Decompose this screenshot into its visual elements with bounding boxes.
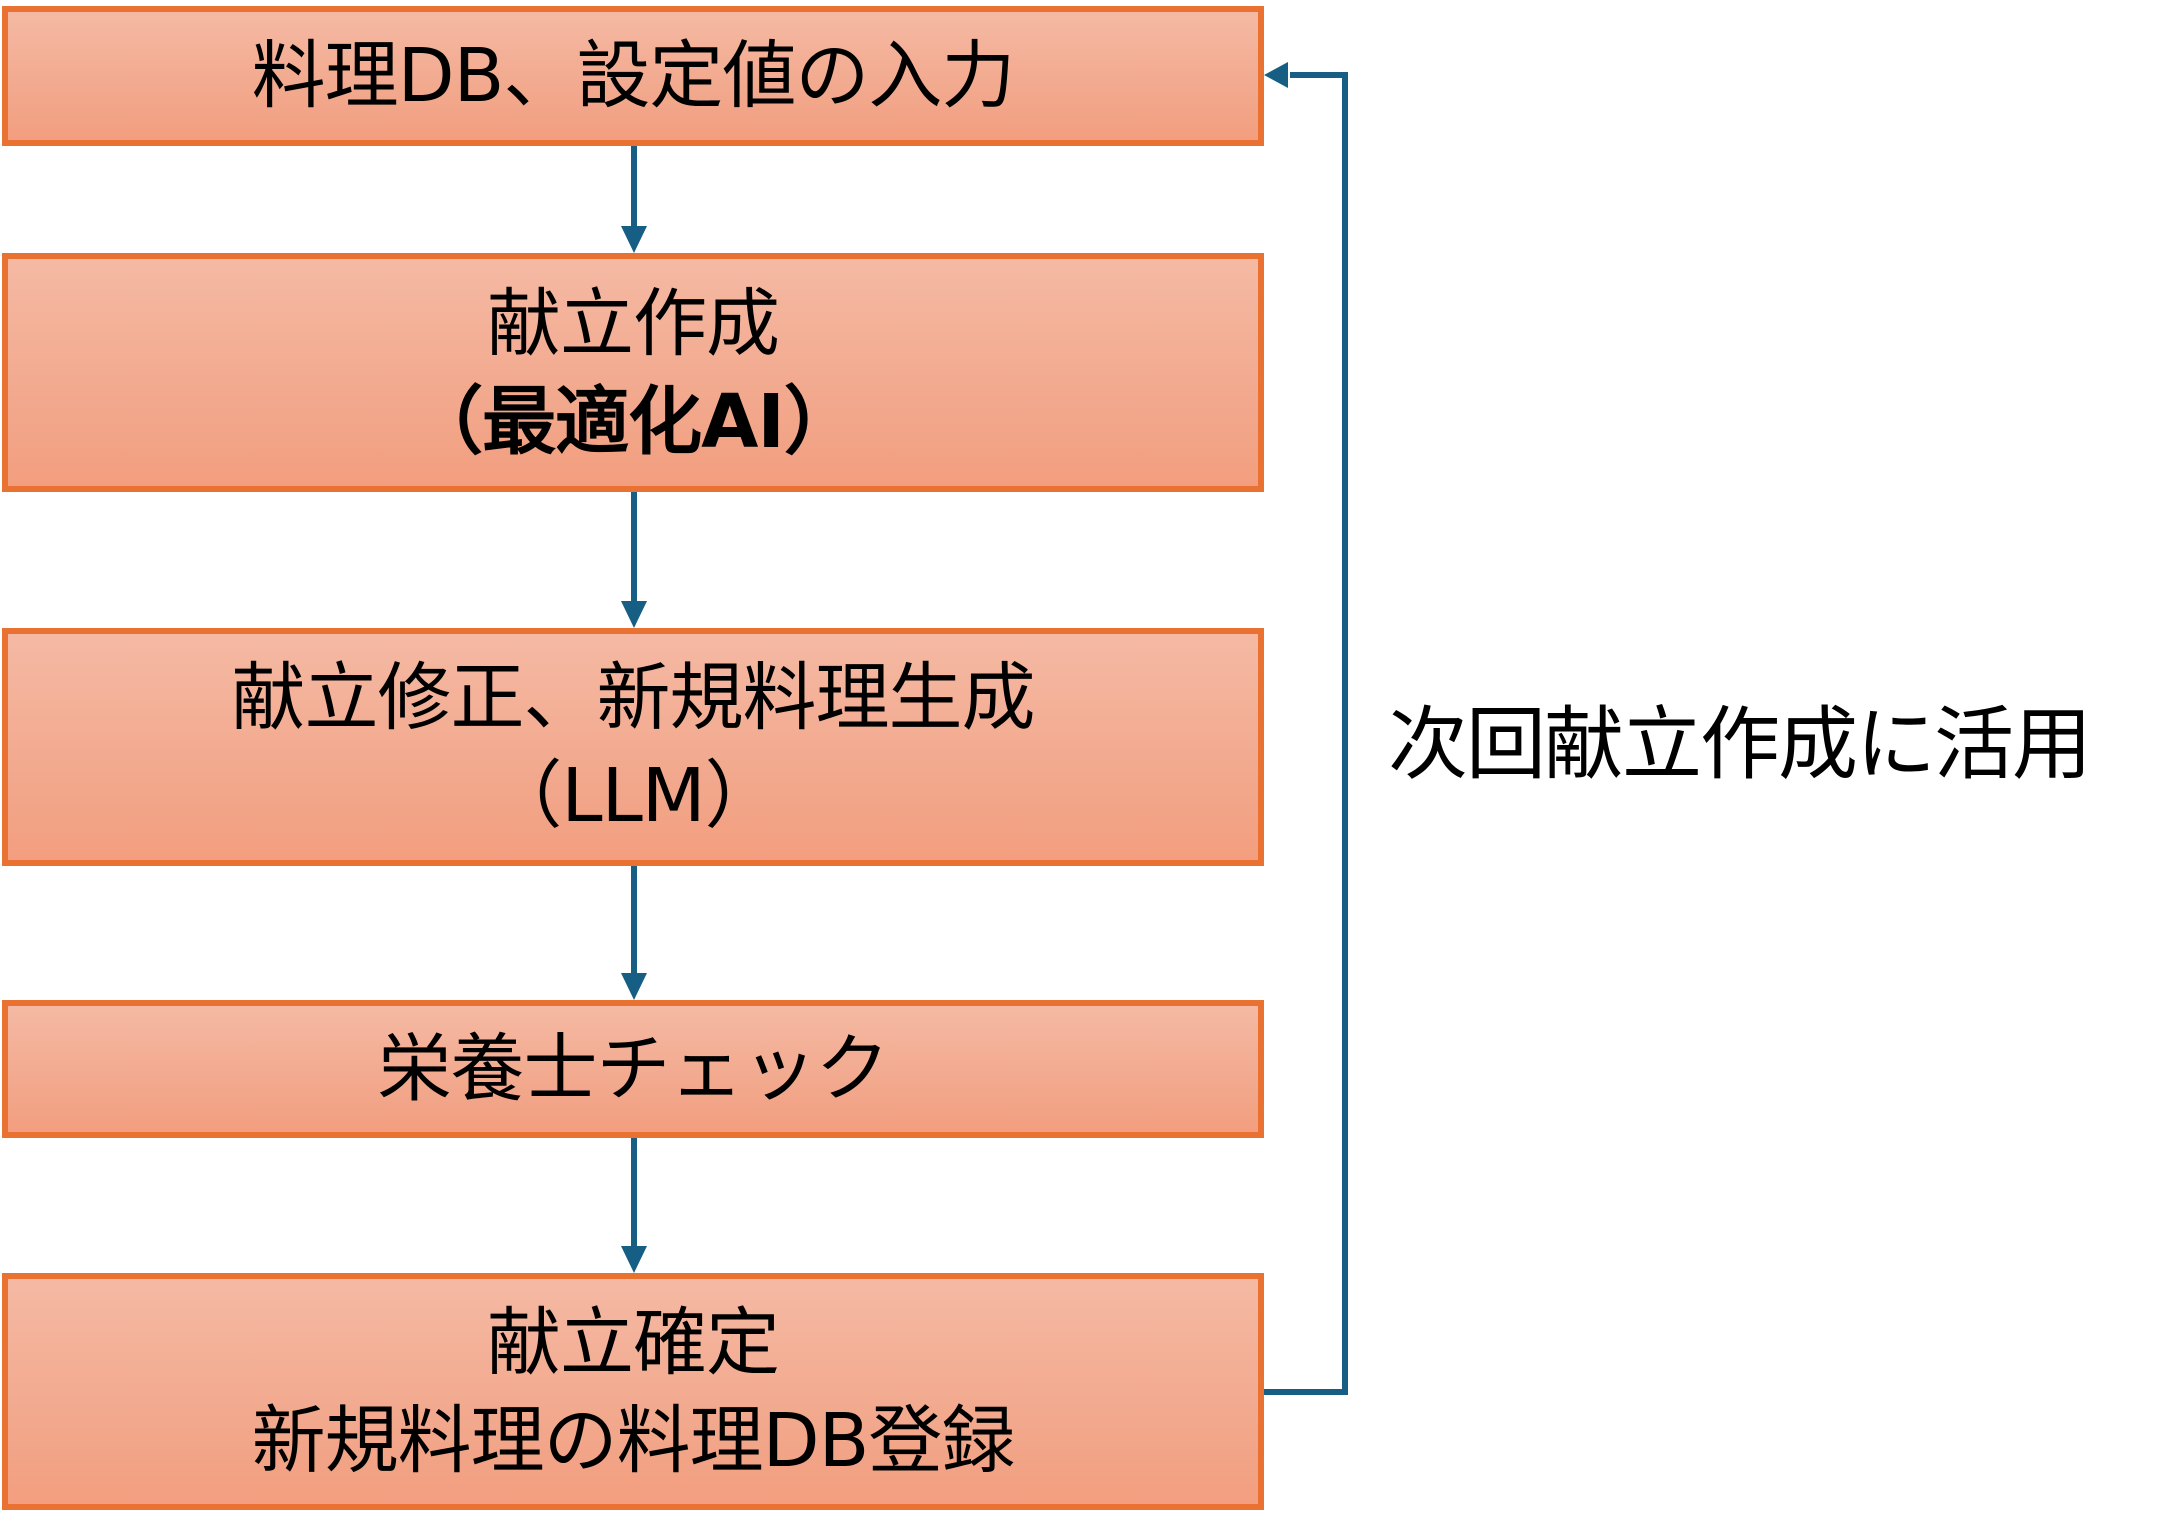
step-menu-revision-box: 献立修正、新規料理生成 （LLM） bbox=[2, 628, 1264, 866]
arrowhead-down-icon bbox=[621, 226, 647, 253]
step-menu-revision-subtitle: （LLM） bbox=[488, 753, 778, 839]
feedback-loop-line bbox=[1264, 72, 1348, 1395]
step-input-box: 料理DB、設定値の入力 bbox=[2, 6, 1264, 146]
step-dietitian-check-label: 栄養士チェック bbox=[377, 1026, 890, 1112]
step-menu-finalize-subtitle: 新規料理の料理DB登録 bbox=[251, 1397, 1016, 1484]
feedback-loop-label: 次回献立作成に活用 bbox=[1388, 698, 2092, 791]
step-dietitian-check-box: 栄養士チェック bbox=[2, 1000, 1264, 1138]
arrowhead-down-icon bbox=[621, 1246, 647, 1273]
step-menu-revision-title: 献立修正、新規料理生成 bbox=[231, 655, 1036, 741]
step-menu-finalize-title: 献立確定 bbox=[487, 1299, 780, 1386]
arrowhead-down-icon bbox=[621, 601, 647, 628]
step-menu-creation-box: 献立作成 （最適化AI） bbox=[2, 253, 1264, 492]
step-input-label: 料理DB、設定値の入力 bbox=[251, 33, 1016, 119]
arrowhead-left-icon bbox=[1264, 62, 1288, 88]
step-menu-finalize-box: 献立確定 新規料理の料理DB登録 bbox=[2, 1273, 1264, 1510]
arrowhead-down-icon bbox=[621, 973, 647, 1000]
step-menu-creation-subtitle: （最適化AI） bbox=[409, 378, 858, 465]
step-menu-creation-title: 献立作成 bbox=[487, 280, 780, 367]
